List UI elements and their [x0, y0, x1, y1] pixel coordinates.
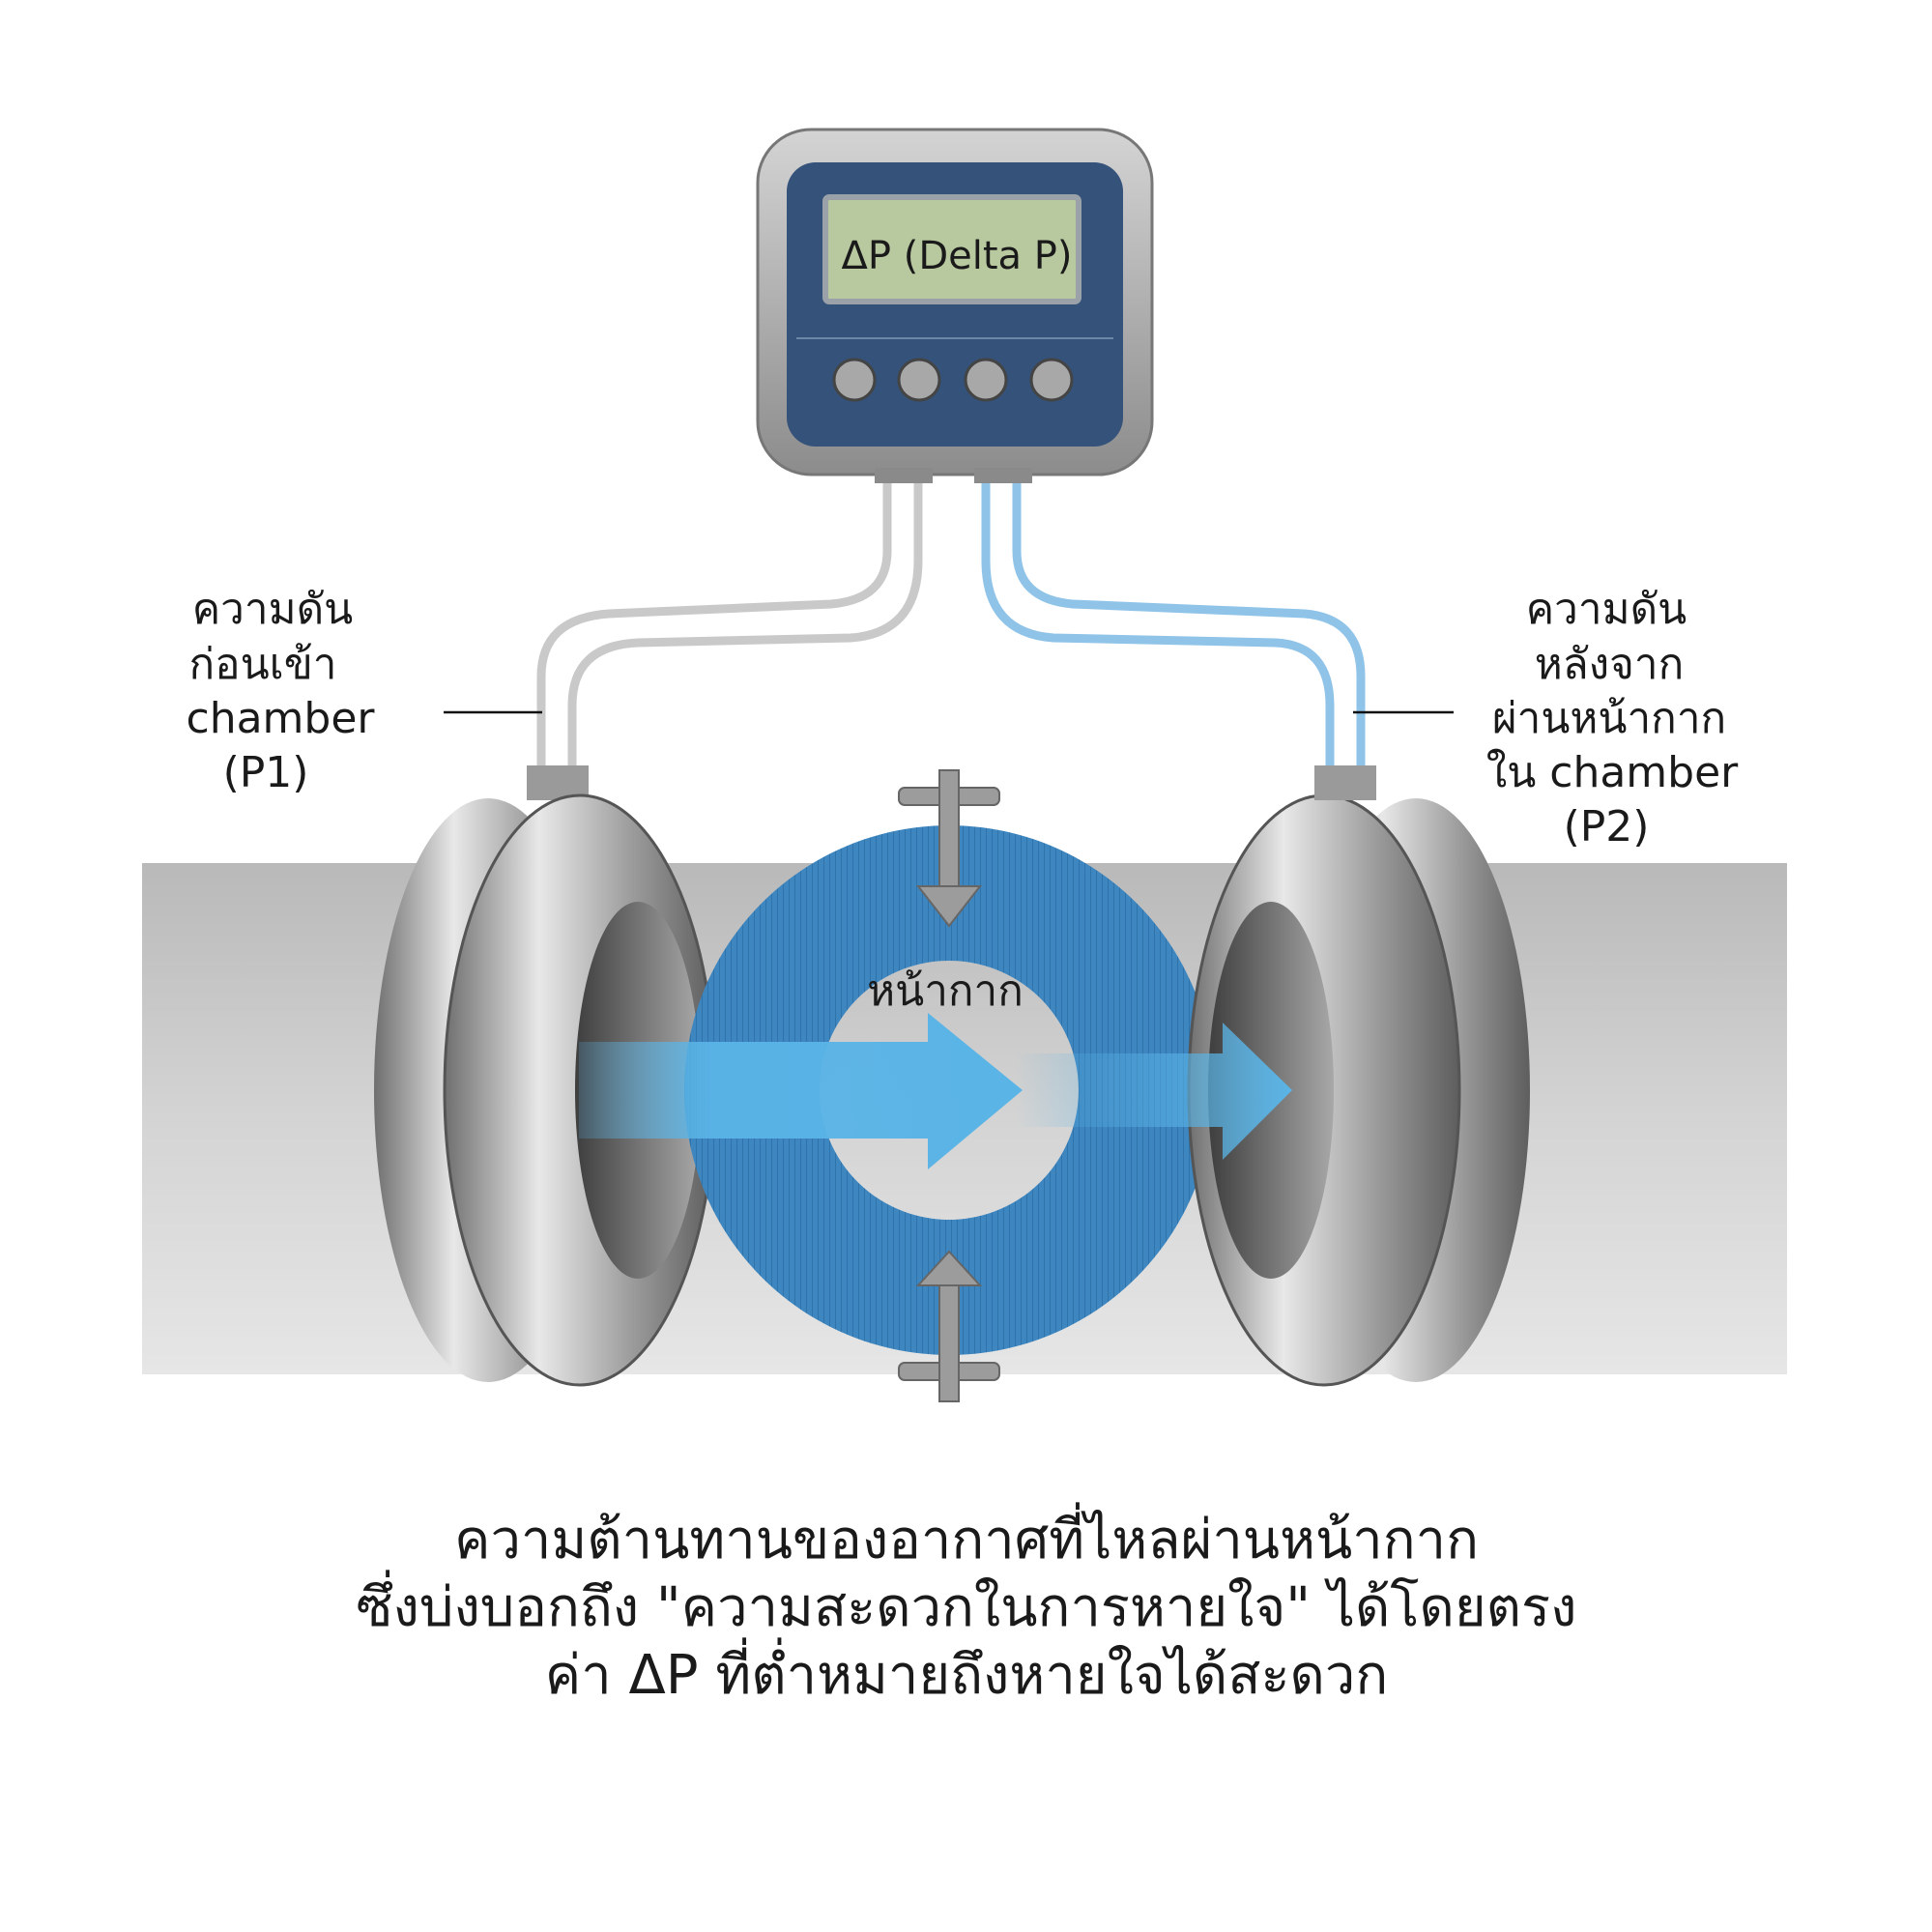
- mask-sample: [684, 769, 1215, 1402]
- caption-line: ซึ่งบ่งบอกถึง "ความสะดวกในการหายใจ" ได้โ…: [357, 1570, 1577, 1639]
- p2-label-line: ใน chamber: [1486, 748, 1739, 797]
- p1-label-line: ความดัน: [192, 585, 354, 634]
- delta-p-meter: ΔP (Delta P): [756, 128, 1154, 483]
- p2-label-line: (P2): [1564, 802, 1650, 851]
- gray-tubes: [536, 478, 923, 773]
- caption-line: ค่า ΔP ที่ต่ำหมายถึงหายใจได้สะดวก: [545, 1637, 1388, 1707]
- meter-button-1[interactable]: [832, 358, 877, 402]
- clamp-bottom-icon: [898, 1250, 1000, 1402]
- meter-button-4[interactable]: [1029, 358, 1074, 402]
- meter-button-3[interactable]: [964, 358, 1008, 402]
- p2-port: [1314, 765, 1376, 800]
- p1-label-line: ก่อนเข้า: [189, 640, 337, 689]
- caption: ความต้านทานของอากาศที่ไหลผ่านหน้ากาก ซึ่…: [357, 1502, 1577, 1707]
- blue-tubes: [981, 478, 1366, 773]
- airflow-arrow-exit: [1015, 1023, 1292, 1160]
- meter-button-2[interactable]: [897, 358, 941, 402]
- caption-line: ความต้านทานของอากาศที่ไหลผ่านหน้ากาก: [454, 1502, 1479, 1572]
- airflow-arrow: [579, 1013, 1023, 1169]
- meter-screen: [822, 194, 1081, 304]
- p2-label-line: หลังจาก: [1535, 640, 1685, 689]
- mask-label: หน้ากาก: [867, 966, 1024, 1016]
- clamp-top-icon: [898, 769, 1000, 928]
- meter-display-text: ΔP (Delta P): [842, 234, 1073, 278]
- p1-label-line: (P1): [223, 748, 309, 797]
- p2-label-line: ผ่านหน้ากาก: [1492, 694, 1726, 743]
- p2-label: ความดัน หลังจาก ผ่านหน้ากาก ใน chamber (…: [1486, 585, 1739, 851]
- p2-label-line: ความดัน: [1526, 585, 1687, 634]
- p1-label: ความดัน ก่อนเข้า chamber (P1): [187, 585, 376, 797]
- p1-label-line: chamber: [187, 694, 376, 743]
